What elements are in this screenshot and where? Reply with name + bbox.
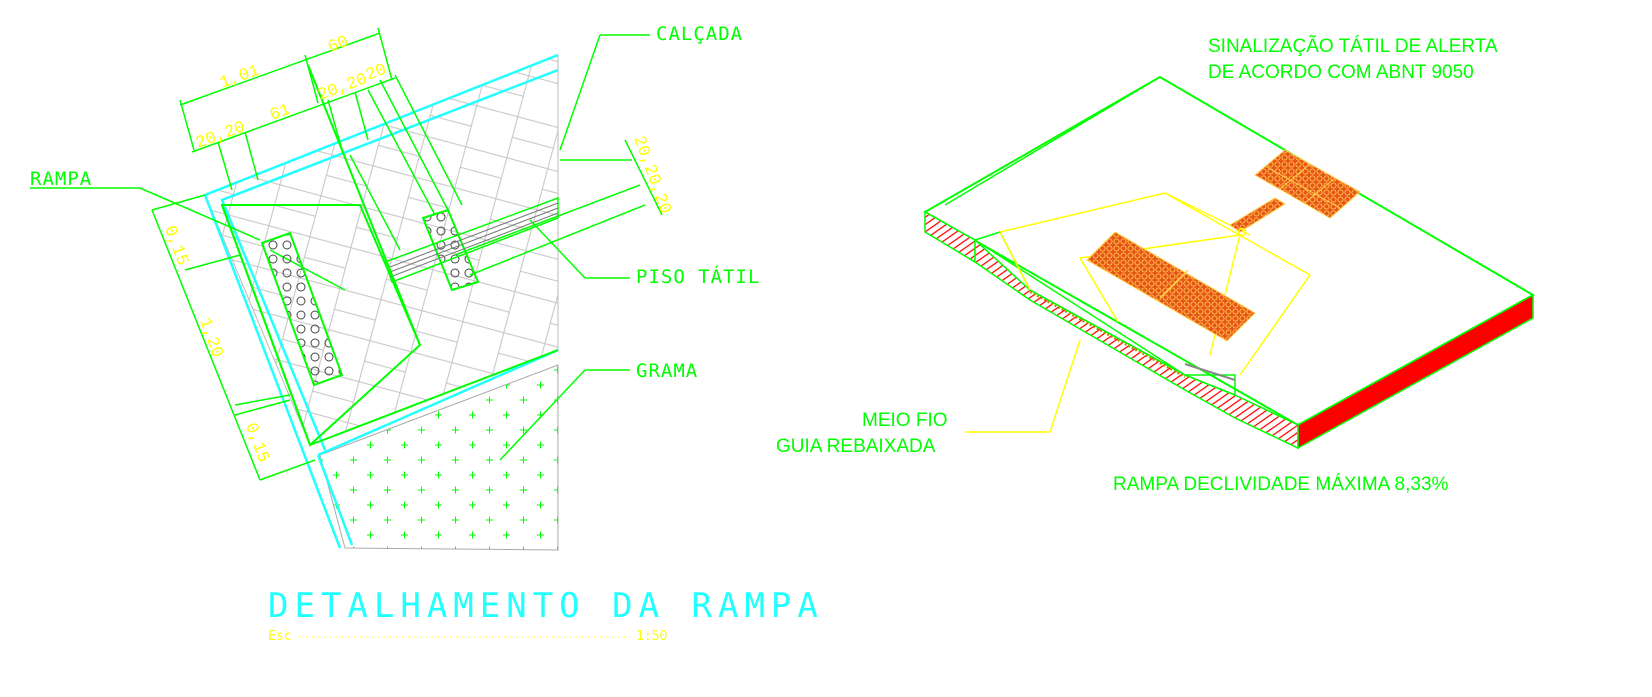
iso-tactile-square-grid: [1264, 163, 1341, 209]
drawing-title: DETALHAMENTO DA RAMPA: [268, 586, 824, 626]
dim-015-top: 0,15: [159, 224, 191, 269]
scale-value: 1:50: [636, 629, 667, 644]
grass-edge-cyan-2: [316, 454, 354, 546]
iso-note-line1: SINALIZAÇÃO TÁTIL DE ALERTA: [1208, 35, 1498, 57]
dim-2020-left: 20,20: [194, 118, 248, 153]
dimension-lines: [30, 27, 663, 481]
tactile-strip-ramp: [260, 231, 344, 387]
green-line-e: [394, 74, 463, 206]
iso-guia-rebaixada: GUIA REBAIXADA: [776, 436, 936, 457]
label-rampa: RAMPA: [30, 168, 92, 190]
iso-view: SINALIZAÇÃO TÁTIL DE ALERTA DE ACORDO CO…: [776, 35, 1536, 495]
grass-area: [319, 364, 559, 551]
tactile-guide: [384, 196, 559, 283]
iso-meio-fio: MEIO FIO: [862, 410, 948, 431]
label-piso-tatil: PISO TÁTIL: [636, 265, 760, 288]
iso-right-face: [1297, 293, 1534, 450]
dim-101: 1,01: [218, 62, 263, 94]
green-line-g: [234, 394, 291, 406]
curb-line-inner: [220, 68, 559, 451]
scale-prefix: Esc: [268, 629, 291, 644]
dim-2020-top: 20,20: [316, 70, 370, 105]
iso-note-line2: DE ACORDO COM ABNT 9050: [1208, 62, 1474, 83]
grass-edge-cyan: [317, 348, 559, 457]
iso-tactile-square: [1254, 149, 1361, 219]
label-calcada: CALÇADA: [656, 23, 743, 45]
iso-inner-edge: [944, 76, 1161, 206]
iso-ramp-bottom: [1029, 291, 1186, 378]
iso-top-surface: [922, 75, 1536, 427]
dim-120: 1,20: [194, 316, 226, 361]
iso-tactile-guide: [1229, 197, 1286, 233]
green-line-d: [367, 89, 436, 216]
green-line-c: [379, 79, 449, 211]
iso-rampa-note: RAMPA DECLIVIDADE MÁXIMA 8,33%: [1113, 474, 1449, 495]
tactile-strip-side: [421, 208, 480, 292]
green-line-f: [309, 349, 559, 446]
iso-ramp-gray: [1184, 363, 1236, 381]
tactile-guide-stripes: [389, 202, 559, 278]
ramp-flare-1: [221, 204, 311, 446]
dim-61: 61: [268, 101, 294, 126]
dim-202020-right: 20,20,20: [628, 134, 674, 217]
label-grama: GRAMA: [636, 360, 698, 382]
iso-tactile-divider: [1159, 269, 1189, 299]
dim-60: 60: [326, 33, 352, 58]
green-line-a: [307, 64, 421, 346]
iso-junction-node: [1237, 227, 1247, 237]
green-line-b: [349, 154, 401, 251]
plan-view: 60 1,01 20,20 20 20,20 61 20,20,20 0,15 …: [30, 23, 824, 644]
